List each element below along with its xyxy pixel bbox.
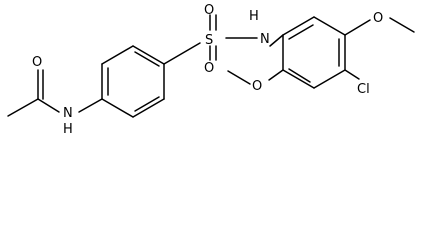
o-methyl-bottom-bond bbox=[227, 70, 251, 85]
atom-s: S bbox=[205, 33, 213, 48]
acetyl-group bbox=[7, 69, 60, 117]
atom-h-amide: H bbox=[63, 122, 73, 137]
atom-o-methoxy-bottom: O bbox=[252, 79, 262, 94]
atom-o-acetyl: O bbox=[32, 55, 42, 70]
atom-o-sulfonyl-top: O bbox=[204, 3, 214, 18]
benzene-ring bbox=[101, 45, 165, 118]
n-ring-bond bbox=[78, 98, 103, 113]
atom-h-sulfonamide: H bbox=[249, 9, 259, 24]
dimethoxy-chloro-ring bbox=[282, 16, 346, 89]
structure-canvas: O N H S O O N H O Cl O bbox=[7, 3, 415, 137]
ring-cl-bond bbox=[344, 69, 360, 80]
amide-c-n-bond bbox=[37, 98, 60, 113]
o-methyl-top-bond bbox=[389, 17, 415, 33]
methyl-bond bbox=[7, 98, 39, 117]
n-ring2-bond bbox=[269, 34, 284, 47]
ring-o-bottom-bond bbox=[268, 69, 284, 81]
sulfonyl-group bbox=[209, 14, 217, 61]
ring-o-top-bond bbox=[344, 19, 371, 36]
atom-o-methoxy-top: O bbox=[373, 11, 383, 26]
atom-n-sulfonamide: N bbox=[260, 32, 270, 47]
atom-cl: Cl bbox=[357, 82, 370, 97]
ring-s-bond bbox=[163, 42, 201, 65]
atom-n-amide: N bbox=[63, 106, 73, 121]
chemical-structure-diagram: O N H S O O N H O Cl O bbox=[7, 3, 415, 137]
atom-o-sulfonyl-bottom: O bbox=[204, 61, 214, 76]
